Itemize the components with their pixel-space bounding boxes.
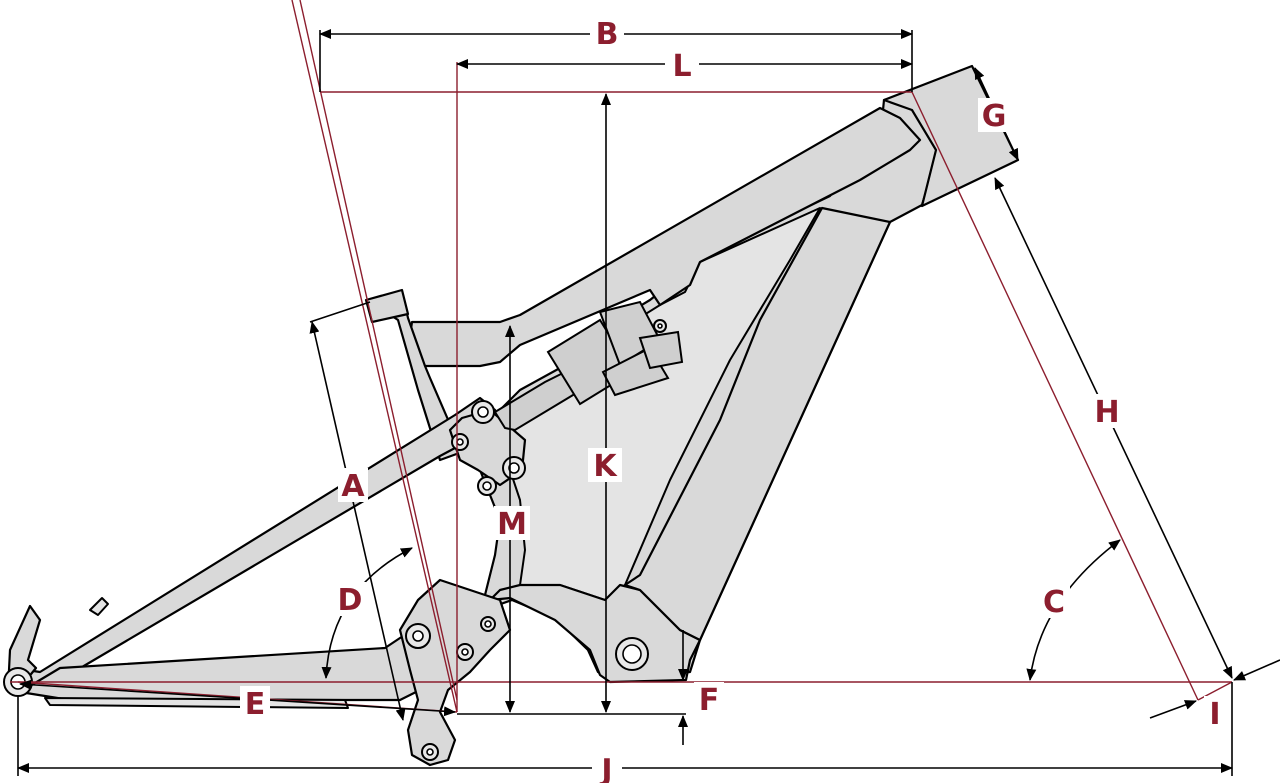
- label-B: B: [596, 17, 619, 52]
- frame-window: [504, 207, 821, 601]
- top-tube: [406, 106, 922, 368]
- dim-I-right: [1233, 659, 1280, 681]
- brake-tab: [89, 597, 109, 616]
- label-D: D: [338, 583, 363, 618]
- label-H: H: [1094, 395, 1119, 430]
- shock-bolt: [653, 319, 667, 333]
- rocker-mid-bolt: [477, 476, 497, 496]
- lower-link-bolt: [456, 643, 474, 661]
- rocker-upper-bolt: [471, 400, 495, 424]
- dimension-labels: B L G H K M A D C E F I J: [240, 14, 1226, 783]
- rocker-front-bolt: [502, 456, 526, 480]
- seatstay-pivot-bolt: [451, 433, 469, 451]
- dimension-lines: [17, 29, 1280, 776]
- lower-link-bolt-2: [480, 616, 496, 632]
- main-pivot-bolt: [405, 623, 431, 649]
- bike-frame: [6, 64, 1020, 767]
- lower-link: [398, 578, 512, 767]
- label-F: F: [699, 683, 720, 718]
- label-G: G: [982, 99, 1007, 134]
- rear-shock: [493, 300, 684, 432]
- dim-I-left: [1149, 700, 1197, 719]
- label-K: K: [593, 449, 618, 484]
- label-M: M: [497, 507, 527, 542]
- bottom-bracket-bolt: [615, 637, 649, 671]
- label-L: L: [672, 49, 691, 84]
- down-tube: [623, 206, 892, 642]
- label-E: E: [245, 687, 266, 722]
- hanger-bolt: [421, 743, 439, 761]
- trail-reference: [1197, 681, 1233, 701]
- chain-stay-plate: [44, 697, 349, 709]
- label-J: J: [599, 753, 612, 783]
- label-C: C: [1043, 585, 1065, 620]
- label-I: I: [1209, 697, 1220, 732]
- label-A: A: [341, 469, 365, 504]
- dim-E: [19, 679, 456, 717]
